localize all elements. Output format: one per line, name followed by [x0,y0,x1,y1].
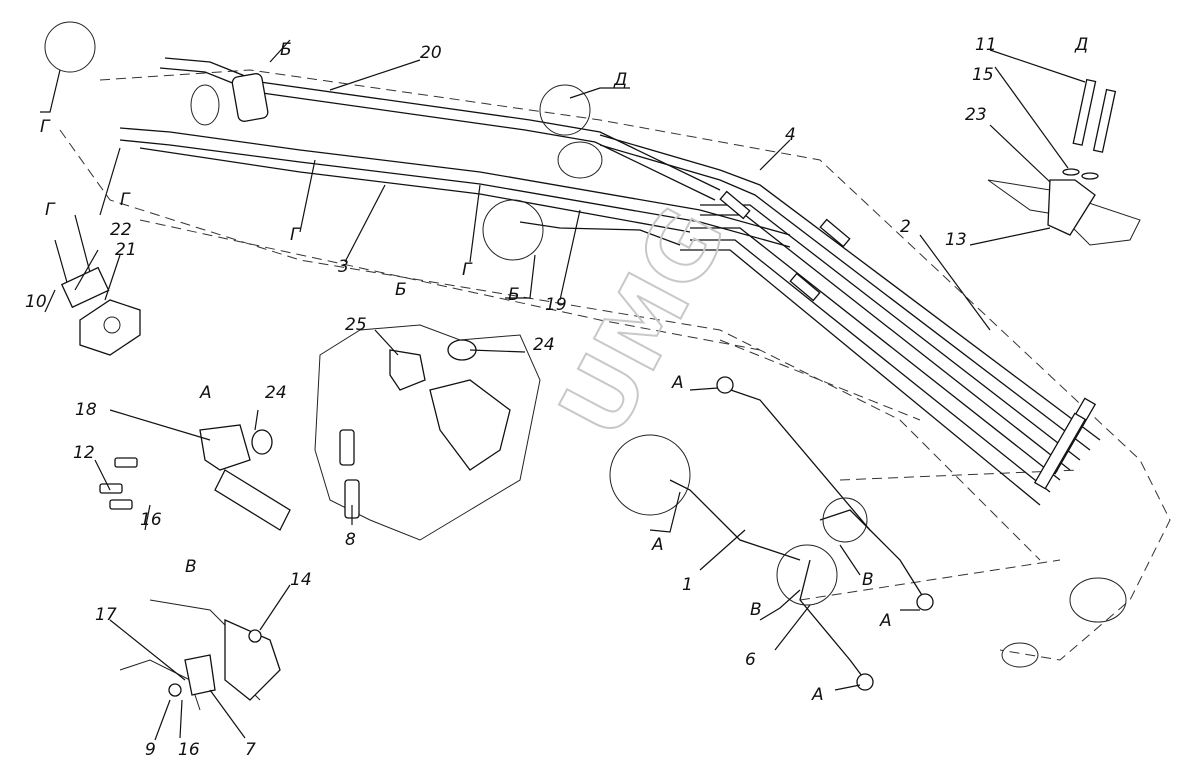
label-g: Г [462,260,473,280]
label-1: 1 [682,575,693,595]
label-13: 13 [945,230,967,250]
label-7: 7 [245,740,256,760]
boom-outline [59,69,1171,668]
detail-d [987,78,1141,246]
label-25: 25 [345,315,367,335]
label-a: А [879,611,892,631]
label-g: Г [290,225,301,245]
label-18: 18 [75,400,97,420]
label-19: 19 [545,295,567,315]
label-4: 4 [785,125,796,145]
label-6: 6 [745,650,756,670]
label-2: 2 [900,217,911,237]
label-10: 10 [25,292,47,312]
label-24: 24 [265,383,287,403]
leader-lines [40,39,1086,741]
detail-a [99,424,291,531]
label-16: 16 [178,740,200,760]
label-17: 17 [95,605,117,625]
label-14: 14 [290,570,312,590]
label-23: 23 [965,105,987,125]
detail-g-clamp [54,214,141,356]
label-g: Г [45,200,56,220]
label-12: 12 [73,443,95,463]
label-v: В [750,600,762,620]
label-20: 20 [420,43,442,63]
callout-circles [44,21,868,606]
detail-b [314,324,541,541]
label-v: В [862,570,874,590]
pipe-end-fittings [1033,397,1097,490]
label-16: 16 [140,510,162,530]
label-21: 21 [115,240,137,260]
label-a: А [671,373,684,393]
label-3: 3 [338,257,349,277]
pipe-20 [159,57,721,201]
label-d: Д [613,70,627,90]
label-d: Д [1074,35,1088,55]
label-11: 11 [975,35,997,55]
pipe-19 [519,221,681,246]
label-a: А [651,535,664,555]
label-b: Б [395,280,407,300]
detail-v [119,599,281,711]
label-8: 8 [345,530,356,550]
label-b: Б [280,40,292,60]
label-g: Г [120,190,131,210]
watermark: UMG [539,190,747,454]
label-b: Б [508,285,520,305]
pipes-1-6 [669,376,934,691]
callout-labels: Г Б 20 Д Г 4 11 Д 15 23 13 2 Г 3 Г Б Б 1… [25,35,1088,760]
label-22: 22 [110,220,132,240]
label-15: 15 [972,65,994,85]
label-24: 24 [533,335,555,355]
label-a: А [811,685,824,705]
label-g: Г [40,117,51,137]
pipe-3 [119,127,791,248]
pipe-bundle [599,134,1101,506]
label-a: А [199,383,212,403]
label-9: 9 [145,740,156,760]
label-v: В [185,557,197,577]
